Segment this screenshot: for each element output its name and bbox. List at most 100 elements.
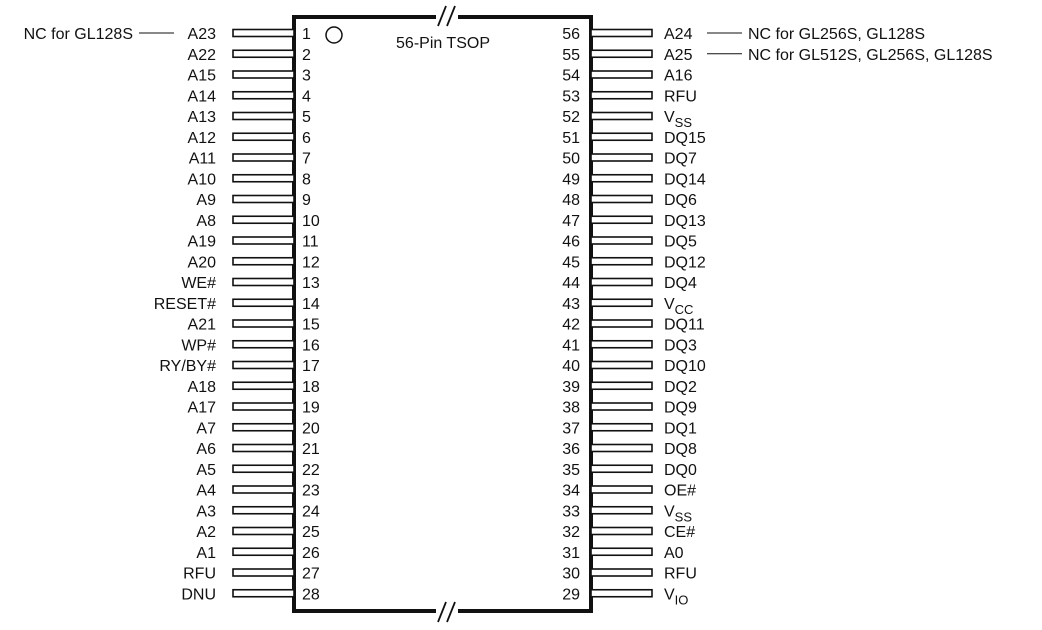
pin-signal-label: DQ0: [664, 462, 697, 479]
pin-lead: [590, 568, 653, 577]
pin-number: 5: [302, 109, 311, 126]
pin-number: 41: [562, 337, 580, 354]
pin-signal-label: A9: [196, 192, 216, 209]
pin-lead: [590, 464, 653, 474]
pin-lead: [232, 443, 295, 453]
pin-lead: [590, 360, 653, 370]
pin-number: 31: [562, 545, 580, 562]
pin-lead: [590, 443, 653, 453]
pin-signal-label: A7: [196, 420, 216, 437]
pin-signal-label: A24: [664, 26, 693, 43]
pin-number: 32: [562, 524, 580, 541]
pin-signal-label: CE#: [664, 524, 695, 541]
pin-signal-label: RESET#: [154, 296, 216, 313]
pin-signal-label: DQ8: [664, 441, 697, 458]
pin-number: 2: [302, 47, 311, 64]
pin-signal-label: DQ7: [664, 151, 697, 168]
pin-number: 27: [302, 566, 320, 583]
pin-number: 48: [562, 192, 580, 209]
pin-lead: [232, 236, 295, 245]
pin-lead: [232, 277, 295, 287]
pin-signal-label: A11: [189, 151, 216, 168]
pin-signal-label: VSS: [664, 503, 692, 524]
pin-lead: [232, 526, 295, 536]
pin-lead: [590, 90, 653, 100]
pin-number: 39: [562, 379, 580, 396]
pin-number: 18: [302, 379, 320, 396]
pin-lead: [590, 28, 653, 38]
top-break-mark: [436, 5, 458, 27]
pin-signal-label: DQ1: [664, 420, 697, 437]
pin-signal-label: DQ14: [664, 171, 706, 188]
package-body: [292, 15, 593, 613]
pin-lead: [590, 422, 653, 432]
pin-number: 25: [302, 524, 320, 541]
pin-number: 55: [562, 47, 580, 64]
pin-number: 23: [302, 483, 320, 500]
pin-signal-label: VIO: [664, 586, 688, 607]
pin-number: 22: [302, 462, 320, 479]
pin-lead: [232, 28, 295, 38]
pin-number: 30: [562, 566, 580, 583]
pin-lead: [232, 588, 295, 598]
pin-number: 40: [562, 358, 580, 375]
pin-signal-label: A5: [196, 462, 216, 479]
pin-number: 4: [302, 88, 311, 105]
pin-signal-label: DQ5: [664, 234, 697, 251]
pin-lead: [232, 153, 295, 162]
pin-number: 10: [302, 213, 320, 230]
pin-signal-label: DQ13: [664, 213, 706, 230]
pin-lead: [590, 111, 653, 121]
pin-signal-label: A17: [188, 400, 217, 417]
pin-32: CE# 32: [562, 524, 695, 541]
pin-signal-label: OE#: [664, 483, 696, 500]
pin-lead: [232, 319, 295, 328]
pin-22: A5 22: [196, 462, 319, 479]
pin-lead: [232, 402, 295, 411]
pin-signal-label: A4: [196, 483, 216, 500]
pin-signal-label: A3: [196, 503, 216, 520]
pin-number: 54: [562, 68, 580, 85]
pin-number: 44: [562, 275, 580, 292]
pin-number: 20: [302, 420, 320, 437]
pin-lead: [232, 381, 295, 391]
pin-signal-label: DQ10: [664, 358, 706, 375]
pin-number: 46: [562, 234, 580, 251]
pin-lead: [590, 236, 653, 245]
pin-lead: [590, 173, 653, 183]
pin-46: DQ5 46: [562, 234, 697, 251]
pin-13: WE#13: [181, 275, 320, 292]
pin-17: RY/BY#17: [159, 358, 320, 375]
pin-signal-label: RY/BY#: [159, 358, 216, 375]
pin-signal-label: A23: [188, 26, 217, 43]
pin-number: 29: [562, 586, 580, 603]
pin-29: VIO 29: [562, 586, 688, 607]
pin-number: 12: [302, 254, 320, 271]
pin-signal-label: A25: [664, 47, 693, 64]
pin-lead: [590, 256, 653, 266]
pin-number: 8: [302, 171, 311, 188]
pin-signal-label: VSS: [664, 109, 692, 130]
